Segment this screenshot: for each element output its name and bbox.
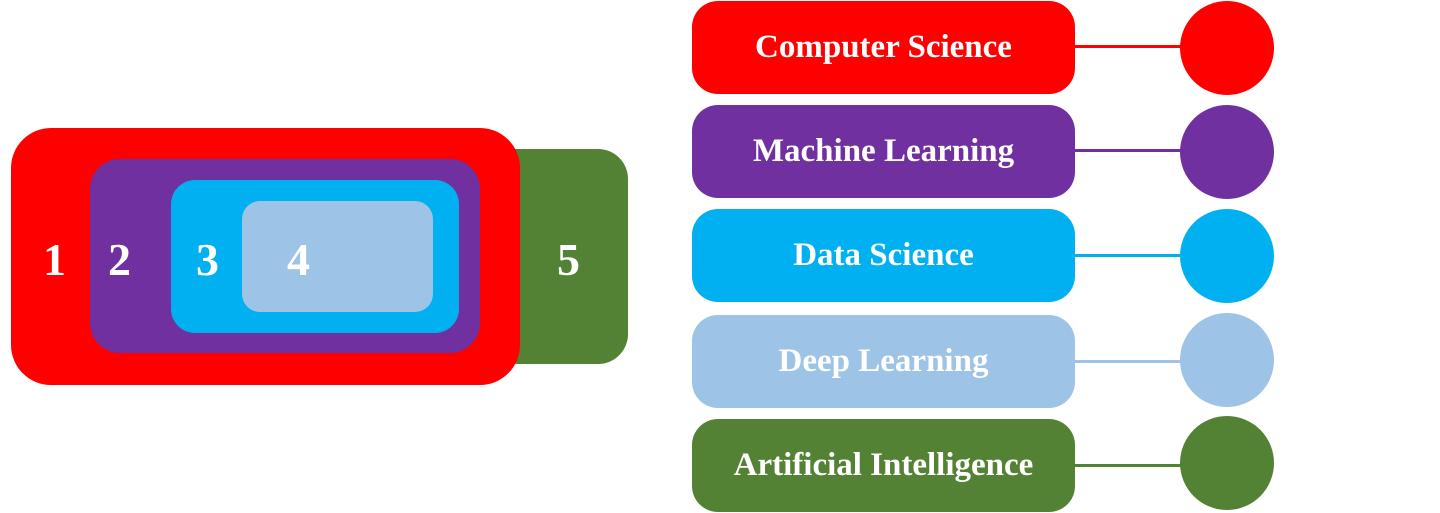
legend-connector-computer-science [1075, 45, 1181, 48]
legend-pill-machine-learning: Machine Learning [692, 105, 1075, 198]
legend-dot-machine-learning [1180, 105, 1274, 199]
legend-dot-computer-science [1180, 1, 1274, 95]
legend-connector-deep-learning [1075, 360, 1181, 363]
region-label-3: 3 [196, 234, 219, 285]
region-label-4: 4 [287, 234, 310, 285]
legend-connector-artificial-intelligence [1075, 464, 1181, 467]
region-4-deep-learning [242, 201, 433, 312]
region-label-1: 1 [43, 234, 66, 285]
legend-pill-artificial-intelligence: Artificial Intelligence [692, 419, 1075, 512]
legend-dot-deep-learning [1180, 313, 1274, 407]
region-label-5: 5 [557, 234, 580, 285]
legend-connector-machine-learning [1075, 149, 1181, 152]
legend-connector-data-science [1075, 254, 1181, 257]
legend-pill-data-science: Data Science [692, 209, 1075, 302]
region-label-2: 2 [108, 234, 131, 285]
legend-dot-artificial-intelligence [1180, 416, 1274, 510]
legend-pill-computer-science: Computer Science [692, 1, 1075, 94]
legend-dot-data-science [1180, 209, 1274, 303]
legend-pill-deep-learning: Deep Learning [692, 315, 1075, 408]
